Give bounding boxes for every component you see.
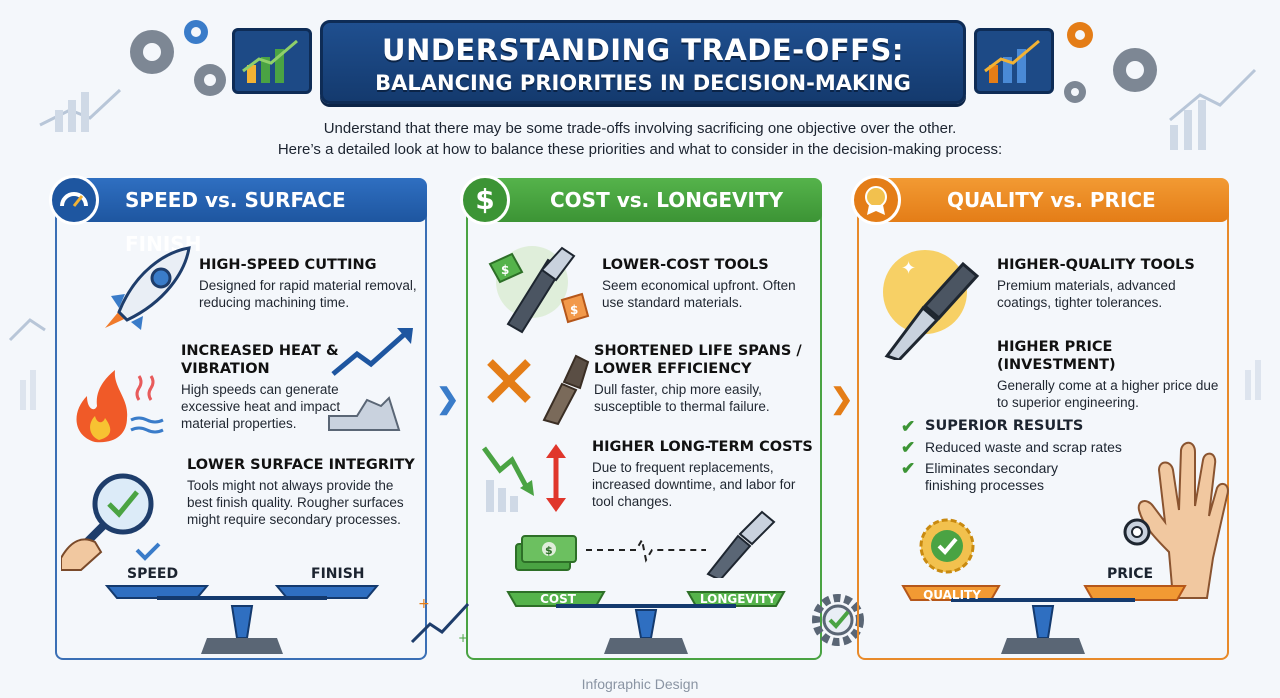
list-item: ✔ Eliminates secondary finishing process… [901, 460, 1111, 494]
svg-text:+: + [458, 631, 468, 645]
info-item: INCREASED HEAT & VIBRATION High speeds c… [181, 342, 341, 432]
list-item: ✔ Reduced waste and scrap rates [901, 439, 1221, 456]
column-header: QUALITY vs. PRICE [851, 175, 1229, 225]
scale-label-left: SPEED [127, 566, 179, 582]
item-text: Premium materials, advanced coatings, ti… [997, 278, 1176, 310]
broken-tool-icon [484, 348, 594, 433]
magnifier-check-icon [60, 466, 181, 581]
money-icon: $ [512, 530, 582, 581]
scale-label-left: QUALITY [923, 588, 981, 602]
intro-line: Here’s a detailed look at how to balance… [277, 141, 1003, 158]
info-item: LOWER-COST TOOLS Seem economical upfront… [602, 256, 817, 311]
intro-text: Understand that there may be some trade-… [200, 118, 1080, 160]
chevron-right-icon: ❯ [436, 383, 460, 414]
list-item-text: Reduced waste and scrap rates [925, 439, 1122, 455]
results-heading: ✔ SUPERIOR RESULTS [901, 418, 1221, 435]
item-title: LOWER SURFACE INTEGRITY [187, 457, 415, 473]
results-title: SUPERIOR RESULTS [925, 418, 1084, 434]
end-mill-icon [698, 508, 778, 583]
item-text: Due to frequent replacements, increased … [592, 460, 796, 509]
item-title: HIGHER PRICE (INVESTMENT) [997, 339, 1116, 373]
page-title: UNDERSTANDING TRADE-OFFS: [382, 33, 904, 67]
list-item-text: Eliminates secondary finishing processes [925, 460, 1059, 493]
item-title: HIGHER-QUALITY TOOLS [997, 257, 1195, 273]
scale-label-right: LONGEVITY [699, 592, 777, 606]
item-text: Seem economical upfront. Often use stand… [602, 278, 796, 310]
info-item: HIGHER LONG-TERM COSTS Due to frequent r… [592, 438, 817, 510]
end-mill-icon: ✦ [873, 244, 989, 365]
results-checklist: ✔ SUPERIOR RESULTS ✔ Reduced waste and s… [901, 418, 1221, 498]
item-title: INCREASED HEAT & VIBRATION [181, 343, 339, 377]
column-header-label: COST vs. LONGEVITY [550, 188, 784, 212]
column-header: SPEED vs. SURFACE FINISH [49, 175, 427, 256]
break-line [586, 534, 706, 579]
intro-line: Understand that there may be some trade-… [323, 120, 957, 137]
scale-label-left: COST [540, 592, 576, 606]
dollar-icon: $ [460, 175, 510, 225]
balance-scale-icon: PRICE QUALITY [889, 566, 1219, 660]
svg-text:$: $ [545, 544, 553, 557]
svg-text:$: $ [501, 263, 509, 277]
column-header-label: SPEED vs. SURFACE FINISH [125, 188, 346, 256]
chart-icon [232, 28, 312, 94]
svg-text:✦: ✦ [901, 258, 916, 279]
info-item: HIGHER PRICE (INVESTMENT) Generally come… [997, 338, 1223, 411]
item-text: High speeds can generate excessive heat … [181, 382, 341, 431]
title-banner: UNDERSTANDING TRADE-OFFS: BALANCING PRIO… [320, 20, 966, 104]
trend-up-icon [327, 324, 419, 439]
check-icon: ✔ [901, 417, 916, 436]
title-area: UNDERSTANDING TRADE-OFFS: BALANCING PRIO… [228, 14, 1058, 110]
footer-credit: Infographic Design [581, 676, 699, 692]
column-header: $ COST vs. LONGEVITY [460, 175, 822, 225]
item-text: Generally come at a higher price due to … [997, 378, 1219, 410]
balance-scale-icon: COST LONGEVITY [504, 574, 794, 660]
scale-label-right: PRICE [1107, 566, 1154, 582]
chevron-right-icon: ❯ [830, 383, 854, 414]
column-quality-price: QUALITY vs. PRICE ✦ HIGHER-QUALITY TOOLS… [851, 175, 1229, 660]
item-title: SHORTENED LIFE SPANS / LOWER EFFICIENCY [594, 343, 802, 377]
chart-icon [974, 28, 1054, 94]
trend-down-icon [481, 440, 592, 521]
column-header-label: QUALITY vs. PRICE [947, 188, 1156, 212]
column-frame [466, 200, 822, 660]
sparkle-trend-icon: + + [408, 594, 478, 655]
column-frame [857, 200, 1229, 660]
flame-icon [65, 356, 175, 451]
item-text: Dull faster, chip more easily, susceptib… [594, 382, 770, 414]
info-item: LOWER SURFACE INTEGRITY Tools might not … [187, 456, 419, 528]
svg-text:+: + [418, 596, 430, 612]
item-text: Tools might not always provide the best … [187, 478, 404, 527]
gear-check-icon [808, 590, 868, 655]
scale-label-right: FINISH [311, 566, 365, 582]
info-item: HIGHER-QUALITY TOOLS Premium materials, … [997, 256, 1223, 311]
check-icon: ✔ [901, 438, 916, 457]
speedometer-icon [49, 175, 99, 225]
price-tag-icon: $ $ [482, 242, 592, 341]
column-frame [55, 200, 427, 660]
quality-badge-icon [915, 514, 979, 583]
svg-text:$: $ [570, 303, 578, 317]
item-text: Designed for rapid material removal, red… [199, 278, 417, 310]
column-speed-finish: SPEED vs. SURFACE FINISH HIGH-SPEED CUTT… [49, 175, 427, 660]
balance-scale-icon: SPEED FINISH [97, 566, 387, 660]
item-title: HIGH-SPEED CUTTING [199, 257, 377, 273]
award-icon [851, 175, 901, 225]
item-title: HIGHER LONG-TERM COSTS [592, 439, 813, 455]
hand-icon [1103, 440, 1229, 605]
check-icon: ✔ [901, 459, 916, 478]
rocket-icon [85, 242, 195, 343]
page-subtitle: BALANCING PRIORITIES IN DECISION-MAKING [375, 71, 911, 95]
column-cost-longevity: $ COST vs. LONGEVITY $ $ LOWER-COST TOOL… [460, 175, 822, 660]
info-item: HIGH-SPEED CUTTING Designed for rapid ma… [199, 256, 421, 311]
info-item: SHORTENED LIFE SPANS / LOWER EFFICIENCY … [594, 342, 819, 415]
item-title: LOWER-COST TOOLS [602, 257, 769, 273]
